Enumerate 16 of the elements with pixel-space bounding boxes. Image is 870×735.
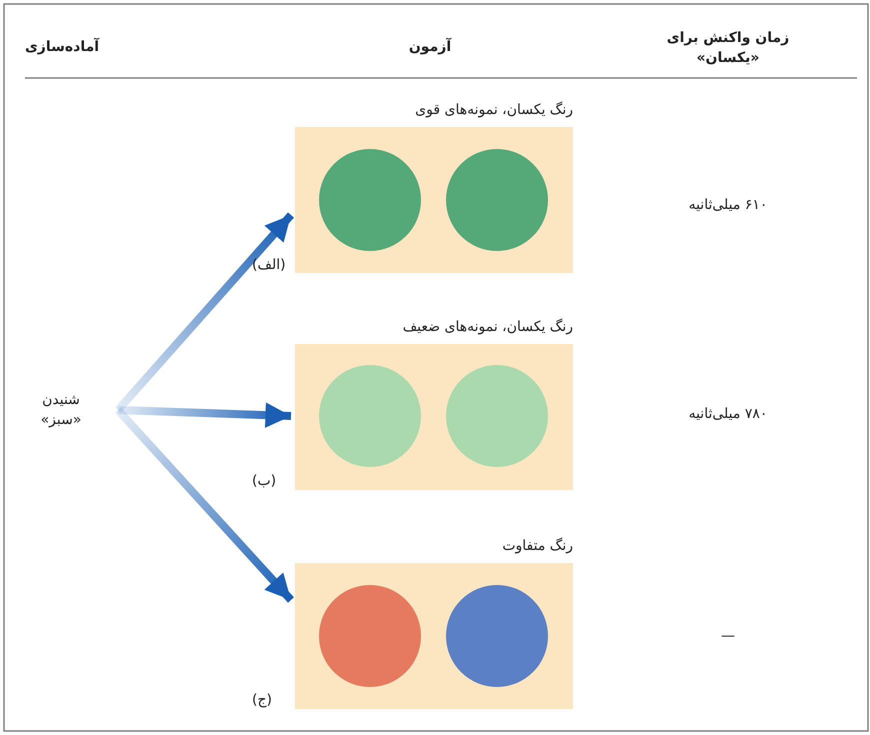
panel-heading: رنگ متفاوت — [502, 536, 573, 556]
panel-heading: رنگ یکسان، نمونه‌های قوی — [415, 100, 573, 120]
arrow — [115, 407, 294, 603]
source-label: شنیدن «سبز» — [30, 390, 118, 430]
panel-letter: (الف) — [252, 256, 286, 275]
column-header: آزمون — [408, 37, 452, 57]
panel-letter: (ب) — [252, 472, 276, 491]
column-header: زمان واکنش برای «یکسان» — [666, 29, 790, 68]
column-header: آماده‌سازی — [24, 37, 100, 57]
arrow — [118, 402, 292, 428]
arrow — [115, 212, 294, 413]
time-value: ۶۱۰ میلی‌ثانیه — [688, 196, 768, 215]
panel-letter: (ج) — [252, 691, 272, 710]
dash-mark: — — [720, 627, 736, 646]
panel-heading: رنگ یکسان، نمونه‌های ضعیف — [402, 318, 573, 337]
time-value: ۷۸۰ میلی‌ثانیه — [688, 405, 768, 424]
